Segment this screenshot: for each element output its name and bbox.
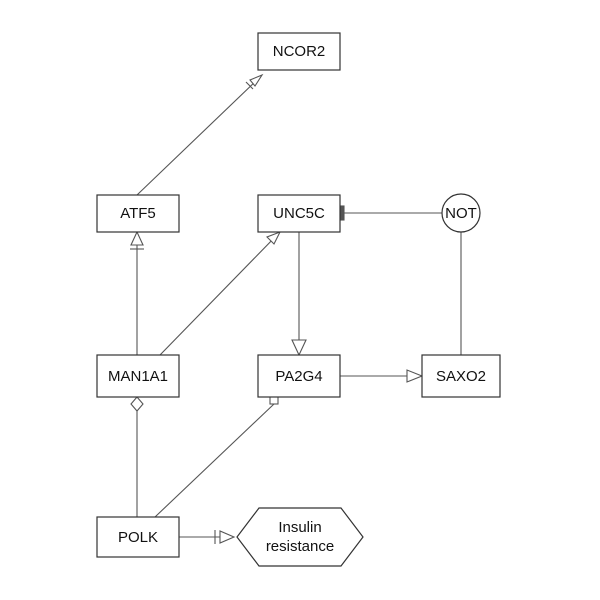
edge-atf5-ncor2-arrowhead	[249, 73, 264, 87]
edge-not-unc5c-inhibition-bar	[339, 205, 345, 221]
edge-polk-to-pa2g4	[154, 395, 279, 518]
node-saxo2[interactable]: SAXO2	[421, 354, 501, 398]
edge-not-to-unc5c	[339, 205, 442, 221]
node-not[interactable]: NOT	[441, 193, 481, 233]
edge-pa2g4-saxo2-arrowhead	[406, 369, 424, 383]
edge-pa2g4-to-saxo2	[340, 369, 424, 383]
node-atf5-label: ATF5	[120, 205, 156, 222]
node-pa2g4[interactable]: PA2G4	[257, 354, 341, 398]
node-unc5c-label: UNC5C	[273, 205, 325, 222]
edge-man1a1-to-atf5	[130, 230, 144, 355]
edge-polk-to-insulin-resistance	[178, 530, 236, 544]
edge-atf5-ncor2-bar	[245, 81, 254, 90]
edge-man1a1-unc5c-arrowhead	[266, 230, 282, 245]
node-ncor2[interactable]: NCOR2	[257, 32, 341, 71]
edge-unc5c-pa2g4-arrowhead	[291, 339, 307, 357]
node-unc5c[interactable]: UNC5C	[257, 194, 341, 233]
node-atf5[interactable]: ATF5	[96, 194, 180, 233]
edge-polk-to-man1a1	[130, 396, 144, 517]
node-polk-label: POLK	[118, 529, 158, 546]
node-not-label: NOT	[445, 205, 477, 222]
edge-man1a1-to-unc5c	[159, 230, 282, 356]
edge-unc5c-to-pa2g4	[291, 232, 307, 357]
node-ncor2-label: NCOR2	[273, 43, 326, 60]
node-man1a1[interactable]: MAN1A1	[96, 354, 180, 398]
node-saxo2-label: SAXO2	[436, 368, 486, 385]
node-man1a1-label: MAN1A1	[108, 368, 168, 385]
node-pa2g4-label: PA2G4	[275, 368, 322, 385]
edge-polk-insulin-arrowhead	[219, 530, 236, 544]
node-insulin-resistance-label-line1: Insulin	[278, 519, 321, 536]
edge-man1a1-atf5-arrowhead	[130, 230, 144, 246]
node-polk[interactable]: POLK	[96, 516, 180, 558]
node-insulin-resistance-label-line2: resistance	[266, 538, 334, 555]
edge-atf5-to-ncor2	[136, 73, 264, 196]
edge-polk-man1a1-diamond	[130, 396, 144, 412]
node-insulin-resistance[interactable]: Insulin resistance	[236, 507, 364, 567]
